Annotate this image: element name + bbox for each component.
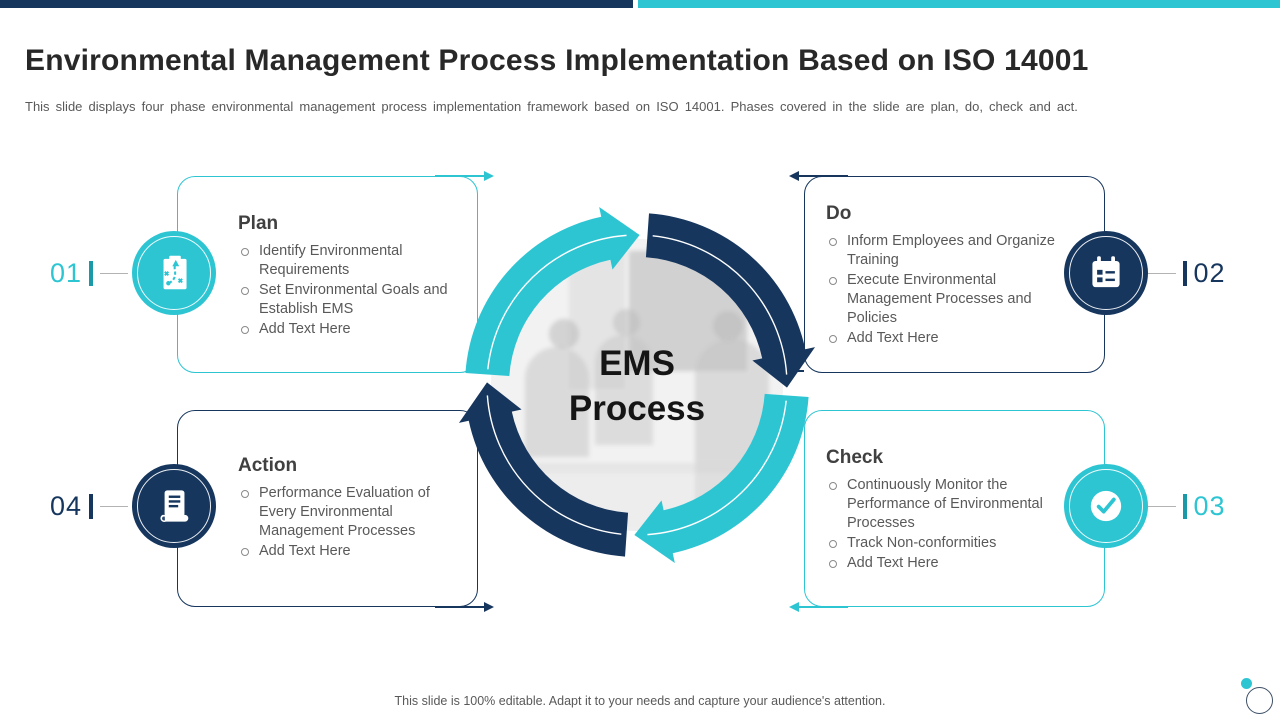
plan-icon-circle — [132, 231, 216, 315]
bullet-item: Continuously Monitor the Performance of … — [826, 476, 1056, 533]
scroll-document-icon — [160, 490, 189, 522]
bullet-item: Set Environmental Goals and Establish EM… — [238, 281, 456, 319]
bullet-item: Add Text Here — [238, 542, 460, 561]
number-bar — [1183, 260, 1187, 286]
page-title: Environmental Management Process Impleme… — [25, 44, 1089, 78]
number-bar — [89, 493, 93, 519]
bullet-item: Add Text Here — [826, 329, 1056, 348]
bullet-item: Track Non-conformities — [826, 534, 1056, 553]
bullet-item: Execute Environmental Management Process… — [826, 271, 1056, 328]
phase-number-02: 02 — [1148, 256, 1226, 290]
center-label-line2: Process — [568, 389, 706, 428]
top-accent-bar-cyan — [638, 0, 1280, 8]
corner-ring-icon — [1246, 687, 1273, 714]
number-connector-line — [1148, 505, 1176, 507]
top-accent-bar-navy — [0, 0, 633, 8]
flow-arrow-left-icon — [789, 171, 848, 181]
phase-number-03: 03 — [1148, 489, 1226, 523]
number-connector-line — [99, 272, 128, 274]
center-label-line1: EMS — [599, 344, 675, 383]
center-label: EMS Process — [491, 341, 783, 431]
corner-dot-icon — [1241, 678, 1252, 689]
bullet-item: Inform Employees and Organize Training — [826, 232, 1056, 270]
phase-title-check: Check — [826, 447, 884, 468]
phase-box-do: Do Inform Employees and Organize Trainin… — [789, 171, 1105, 373]
slide-subtitle: This slide displays four phase environme… — [25, 99, 1078, 114]
calendar-icon — [1092, 256, 1120, 288]
check-icon-circle — [1064, 464, 1148, 548]
check-mark-icon — [1090, 490, 1122, 522]
bullet-list-action: Performance Evaluation of Every Environm… — [238, 484, 460, 561]
phase-number-text: 04 — [50, 490, 83, 521]
phase-title-action: Action — [238, 455, 298, 476]
phase-number-04: 04 — [50, 489, 128, 523]
bullet-item: Performance Evaluation of Every Environm… — [238, 484, 460, 541]
phase-box-plan: Plan Identify Environmental Requirements… — [177, 171, 494, 373]
action-icon-circle — [132, 464, 216, 548]
bullet-item: Add Text Here — [826, 554, 1056, 573]
strategy-plan-icon — [163, 255, 187, 290]
footer-note: This slide is 100% editable. Adapt it to… — [394, 694, 886, 708]
phase-number-01: 01 — [50, 256, 128, 290]
do-icon-circle — [1064, 231, 1148, 315]
phase-title-do: Do — [826, 203, 852, 224]
number-bar — [1183, 493, 1187, 519]
flow-arrow-right-icon — [435, 602, 494, 612]
number-connector-line — [99, 505, 128, 507]
number-bar — [89, 260, 93, 286]
phase-number-text: 02 — [1193, 257, 1226, 288]
flow-arrow-left-icon — [789, 602, 848, 612]
bullet-item: Identify Environmental Requirements — [238, 242, 456, 280]
phase-number-text: 03 — [1193, 490, 1226, 521]
bullet-item: Add Text Here — [238, 320, 456, 339]
phase-box-check: Check Continuously Monitor the Performan… — [789, 410, 1105, 612]
number-connector-line — [1148, 272, 1176, 274]
phase-number-text: 01 — [50, 257, 83, 288]
flow-arrow-right-icon — [435, 171, 494, 181]
phase-title-plan: Plan — [238, 213, 279, 234]
bullet-list-check: Continuously Monitor the Performance of … — [826, 476, 1056, 573]
phase-box-action: Action Performance Evaluation of Every E… — [177, 410, 494, 612]
